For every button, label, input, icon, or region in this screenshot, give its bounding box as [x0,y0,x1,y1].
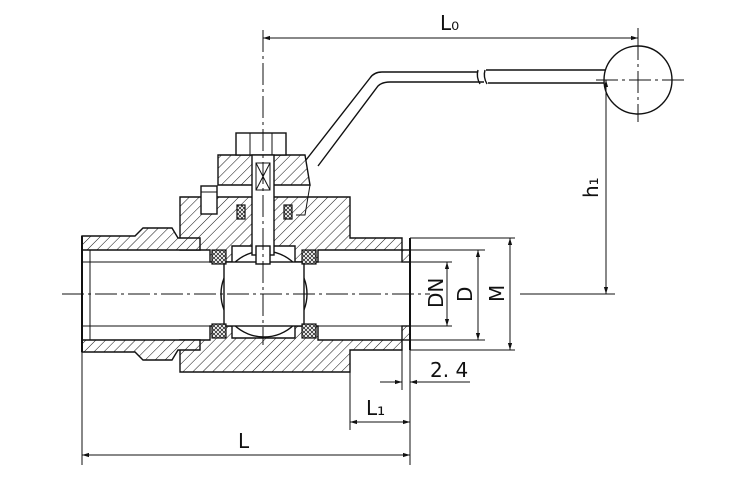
dimension-l0: L₀ [263,11,639,46]
dimension-dn: DN [410,261,452,327]
dimension-m: M [410,237,515,351]
stem-assembly [200,132,311,265]
dimension-thread-depth: 2. 4 [380,350,470,390]
label-m: M [485,285,509,302]
dimension-d: D [410,249,485,341]
label-thread-depth: 2. 4 [430,358,468,382]
label-l: L [238,429,250,453]
ball-seats [211,249,317,339]
dimension-l: L [81,352,410,465]
label-l1: L₁ [366,396,385,420]
label-dn: DN [424,278,448,308]
valve-body [81,196,411,373]
handle-knob [596,38,684,122]
label-h1: h₁ [579,177,603,198]
dimension-l1: L₁ [349,372,411,465]
label-d: D [453,287,477,302]
handle-lever [305,69,606,167]
dimension-h1: h₁ [520,80,615,295]
label-l0: L₀ [440,11,459,35]
